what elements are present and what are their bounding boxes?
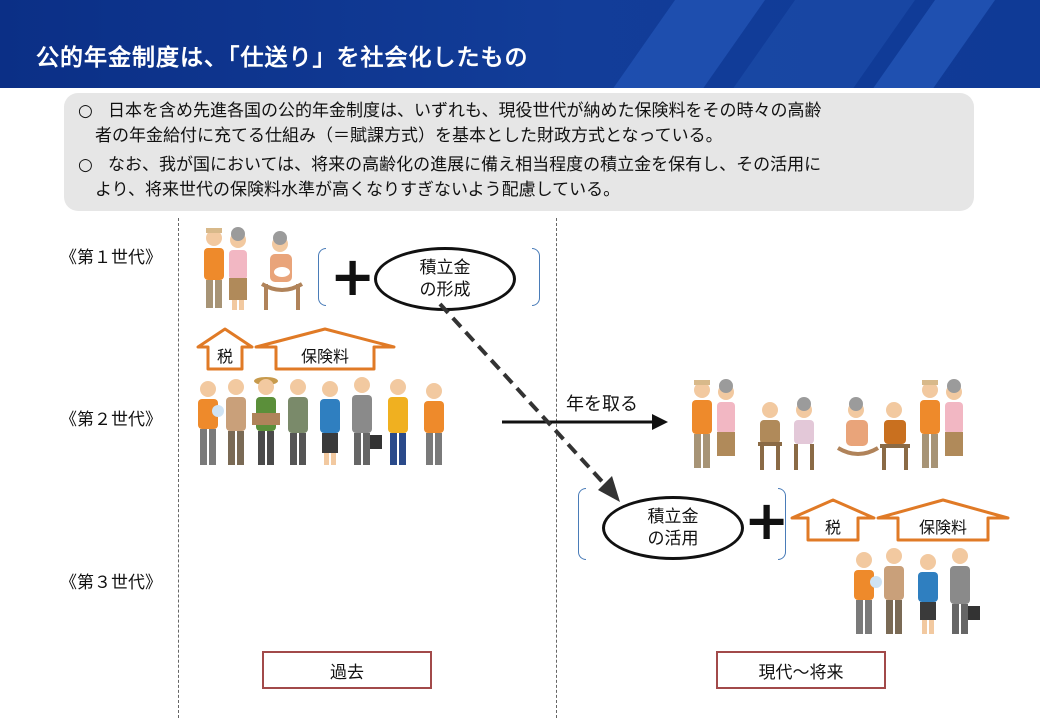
divider-line-left <box>178 218 179 718</box>
fund-transfer-dashed-arrow-icon <box>438 302 620 502</box>
elderly-people-group-icon <box>204 227 304 310</box>
bracket-right <box>532 248 540 306</box>
premium-label: 保険料 <box>300 347 349 366</box>
generation-2-label: 《第２世代》 <box>60 410 162 430</box>
present-future-box: 現代～将来 <box>716 651 886 689</box>
note-line: 日本を含め先進各国の公的年金制度は、いずれも、現役世代が納めた保険料をその時々の… <box>108 101 822 121</box>
premium-label: 保険料 <box>918 518 967 537</box>
page-title: 公的年金制度は、「仕送り」を社会化したもの <box>36 45 529 71</box>
premium-arrow: 保険料 <box>254 327 396 371</box>
working-people-group-icon <box>198 377 444 465</box>
notes-box: ○ 日本を含め先進各国の公的年金制度は、いずれも、現役世代が納めた保険料をその時々… <box>64 93 974 211</box>
aging-label: 年を取る <box>566 394 638 415</box>
tax-arrow: 税 <box>790 498 876 542</box>
note-item-2: ○ なお、我が国においては、将来の高齢化の進展に備え相当程度の積立金を保有し、その… <box>78 153 968 203</box>
plus-icon: + <box>330 245 376 308</box>
circle-bullet-icon: ○ <box>78 155 93 175</box>
bracket-left <box>578 488 586 560</box>
aging-arrow-icon <box>502 414 668 430</box>
tax-arrow: 税 <box>196 327 254 371</box>
bracket-left <box>318 248 326 306</box>
header-banner: 公的年金制度は、「仕送り」を社会化したもの <box>0 0 1040 88</box>
divider-line-center <box>556 218 557 718</box>
tax-label: 税 <box>824 518 841 537</box>
fund-use-ellipse: 積立金 の活用 <box>602 496 744 560</box>
premium-arrow: 保険料 <box>876 498 1010 542</box>
bracket-right <box>778 488 786 560</box>
note-line: なお、我が国においては、将来の高齢化の進展に備え相当程度の積立金を保有し、その活… <box>108 155 822 175</box>
note-item-1: ○ 日本を含め先進各国の公的年金制度は、いずれも、現役世代が納めた保険料をその時々… <box>78 99 968 149</box>
tax-label: 税 <box>216 347 233 366</box>
generation-3-label: 《第３世代》 <box>60 573 162 593</box>
future-elderly-group-icon <box>692 379 963 470</box>
future-generation-people-icon <box>854 548 980 634</box>
note-line: より、将来世代の保険料水準が高くなりすぎないよう配慮している。 <box>95 180 621 200</box>
past-box: 過去 <box>262 651 432 689</box>
note-line: 者の年金給付に充てる仕組み（＝賦課方式）を基本とした財政方式となっている。 <box>95 126 723 146</box>
fund-formation-ellipse: 積立金 の形成 <box>374 247 516 311</box>
generation-1-label: 《第１世代》 <box>60 248 162 268</box>
plus-icon: + <box>744 489 790 552</box>
circle-bullet-icon: ○ <box>78 101 93 121</box>
